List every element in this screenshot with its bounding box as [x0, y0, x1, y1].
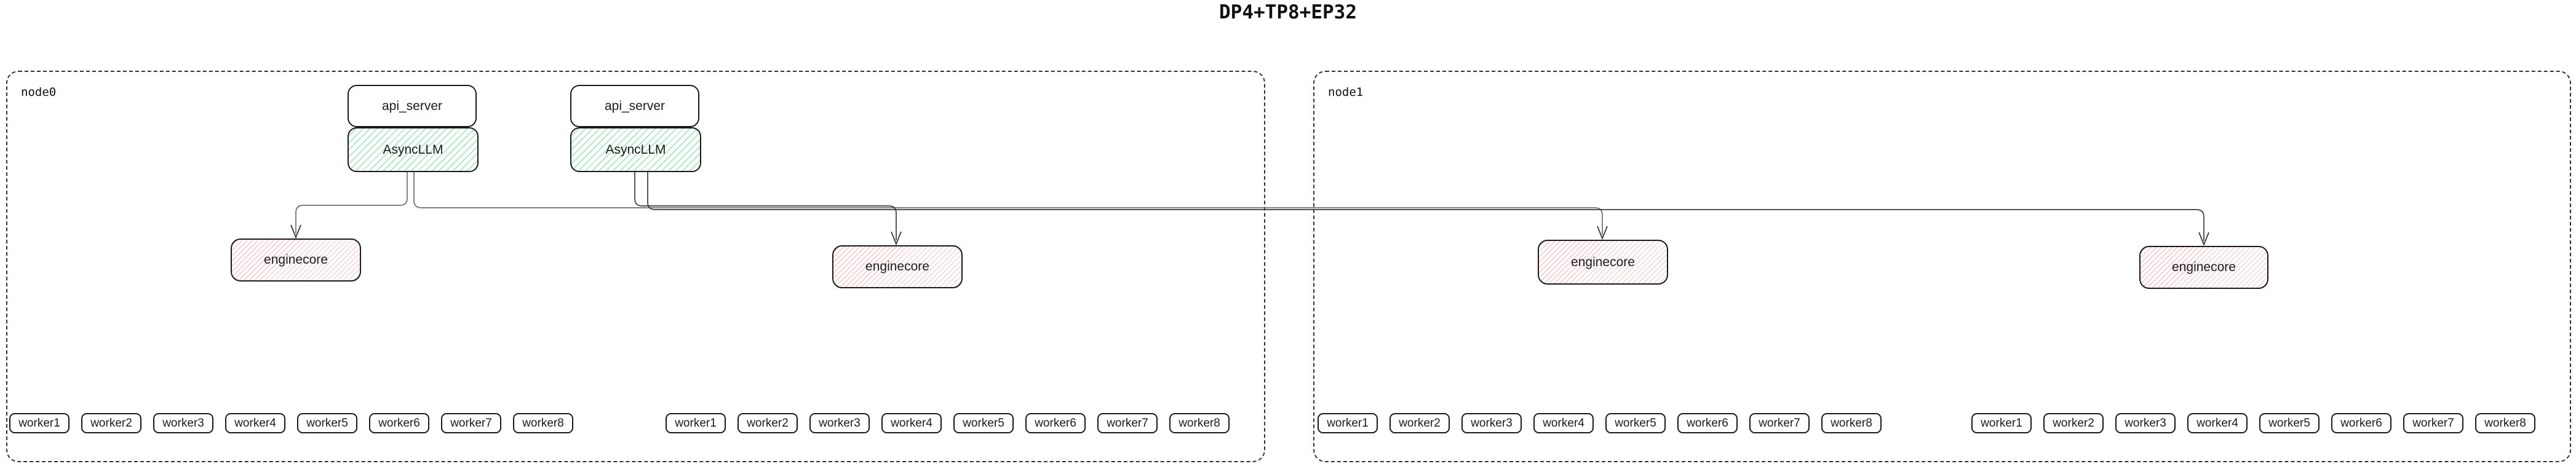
edge-asyncllm1-to-enginecore3	[413, 172, 1603, 235]
worker-box: worker7	[1097, 413, 1158, 433]
worker-group-3: worker1 worker2 worker3 worker4 worker5 …	[1318, 413, 1882, 433]
api-server-box-1: api_server	[348, 85, 477, 127]
worker-box: worker2	[81, 413, 141, 433]
worker-box: worker3	[153, 413, 213, 433]
worker-box: worker8	[513, 413, 573, 433]
enginecore-box-2: enginecore	[832, 245, 963, 288]
worker-box: worker7	[2403, 413, 2463, 433]
edge-asyncllm1-to-enginecore1	[295, 172, 408, 234]
diagram-title: DP4+TP8+EP32	[1219, 1, 1357, 23]
worker-box: worker5	[953, 413, 1014, 433]
worker-box: worker6	[1677, 413, 1738, 433]
enginecore-box-4: enginecore	[2139, 246, 2268, 289]
edge-asyncllm2-to-enginecore2	[634, 172, 897, 240]
enginecore-box-3: enginecore	[1538, 240, 1668, 285]
worker-box: worker8	[1169, 413, 1230, 433]
worker-box: worker1	[9, 413, 70, 433]
worker-box: worker5	[1605, 413, 1666, 433]
worker-box: worker6	[2331, 413, 2391, 433]
worker-group-4: worker1 worker2 worker3 worker4 worker5 …	[1971, 413, 2535, 433]
worker-box: worker7	[1749, 413, 1810, 433]
node0-container: node0	[6, 71, 1265, 462]
worker-box: worker8	[2475, 413, 2535, 433]
arrowhead-enginecore3	[1597, 226, 1608, 240]
enginecore-box-1: enginecore	[231, 238, 361, 282]
arrowhead-enginecore4	[2198, 232, 2209, 246]
edge-asyncllm2-to-enginecore4	[647, 172, 2204, 241]
worker-box: worker2	[737, 413, 798, 433]
worker-box: worker7	[441, 413, 501, 433]
worker-group-1: worker1 worker2 worker3 worker4 worker5 …	[9, 413, 573, 433]
node1-container: node1	[1313, 71, 2571, 462]
asyncllm-box-2: AsyncLLM	[570, 127, 701, 172]
node1-label: node1	[1328, 85, 1364, 99]
worker-box: worker4	[1533, 413, 1594, 433]
arrowhead-enginecore1	[290, 224, 301, 239]
worker-box: worker6	[369, 413, 429, 433]
worker-box: worker3	[2115, 413, 2176, 433]
worker-box: worker4	[2187, 413, 2248, 433]
worker-box: worker3	[809, 413, 870, 433]
worker-box: worker1	[1971, 413, 2032, 433]
arrowhead-enginecore2	[891, 231, 902, 246]
node0-label: node0	[21, 85, 57, 99]
worker-box: worker6	[1025, 413, 1086, 433]
worker-box: worker4	[225, 413, 285, 433]
worker-box: worker5	[2259, 413, 2320, 433]
worker-box: worker2	[2043, 413, 2104, 433]
worker-box: worker5	[297, 413, 357, 433]
worker-box: worker2	[1389, 413, 1450, 433]
worker-box: worker1	[1318, 413, 1378, 433]
worker-box: worker8	[1821, 413, 1882, 433]
asyncllm-box-1: AsyncLLM	[348, 127, 479, 172]
worker-box: worker1	[666, 413, 726, 433]
api-server-box-2: api_server	[570, 85, 699, 127]
worker-box: worker4	[881, 413, 942, 433]
worker-box: worker3	[1461, 413, 1522, 433]
worker-group-2: worker1 worker2 worker3 worker4 worker5 …	[666, 413, 1230, 433]
